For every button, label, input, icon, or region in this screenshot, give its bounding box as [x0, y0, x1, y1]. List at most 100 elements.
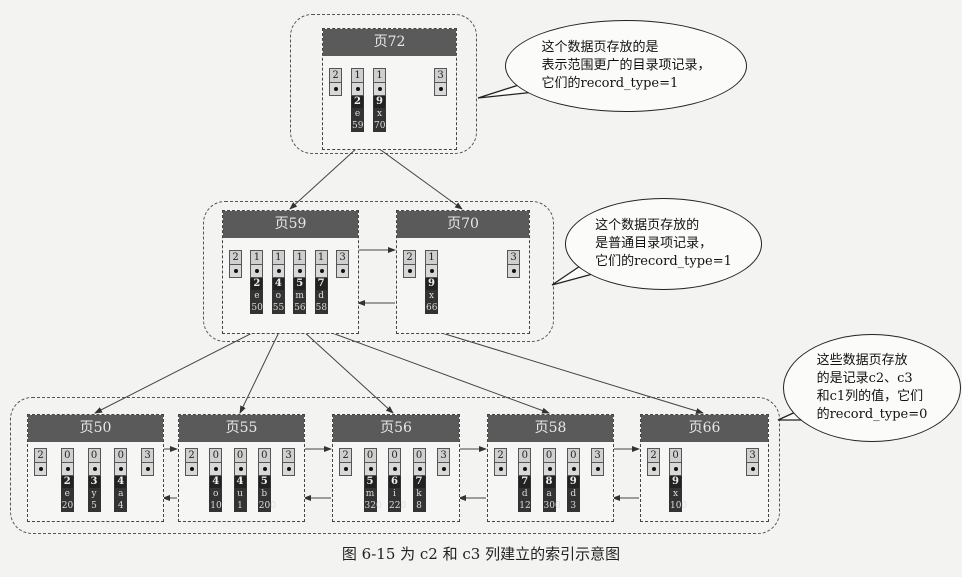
- callout-middle-level: 这个数据页存放的 是普通目录项记录， 它们的record_type=1: [565, 198, 762, 290]
- next-record-pointer-icon: [282, 463, 295, 476]
- next-record-pointer-icon: [60, 463, 74, 476]
- record-c2: 4: [209, 476, 223, 488]
- record-c1: 10: [209, 500, 223, 512]
- next-record-pointer-icon: [412, 463, 426, 476]
- next-record-pointer-icon: [141, 463, 154, 476]
- next-record-pointer-icon: [114, 463, 128, 476]
- record-type: 3: [336, 250, 349, 265]
- record-c3: e: [351, 108, 364, 120]
- record-c1: 59: [351, 120, 364, 132]
- middle-level-group: [203, 201, 554, 342]
- record-c2: 9: [373, 96, 386, 108]
- arrow-59-to-55: [239, 329, 281, 414]
- record-type: 3: [282, 448, 295, 463]
- record-c1: 70: [373, 120, 386, 132]
- figure-caption: 图 6-15 为 c2 和 c3 列建立的索引示意图: [341, 545, 621, 563]
- infimum-record: 2: [34, 448, 47, 476]
- record-type: 2: [329, 68, 342, 83]
- next-record-pointer-icon: [518, 463, 532, 476]
- callout-top-level: 这个数据页存放的是 表示范围更广的目录项记录， 它们的record_type=1: [505, 20, 747, 112]
- next-record-pointer-icon: [494, 463, 507, 476]
- record-c3: a: [114, 488, 128, 500]
- next-record-pointer-icon: [34, 463, 47, 476]
- record-c2: 3: [87, 476, 101, 488]
- next-record-pointer-icon: [434, 83, 447, 96]
- next-record-pointer-icon: [185, 463, 198, 476]
- callout-text: 这个数据页存放的是 表示范围更广的目录项记录， 它们的record_type=1: [541, 40, 711, 91]
- record-c1: 100: [669, 500, 688, 512]
- page-header: 页58: [488, 415, 613, 442]
- supremum-record: 3: [336, 250, 349, 278]
- record-c3: x: [669, 488, 682, 500]
- infimum-record: 2: [339, 448, 352, 476]
- record-c2: 4: [271, 278, 285, 290]
- next-record-pointer-icon: [388, 463, 401, 476]
- next-record-pointer-icon: [507, 265, 520, 278]
- record-c1: 320: [363, 500, 382, 512]
- record-c1: 300: [542, 500, 561, 512]
- record-c3: m: [363, 488, 377, 500]
- record-type: 0: [257, 448, 271, 463]
- record-c1: 58: [314, 302, 328, 314]
- supremum-record: 3: [141, 448, 154, 476]
- record-c2: 8: [542, 476, 556, 488]
- next-record-pointer-icon: [339, 463, 352, 476]
- next-record-pointer-icon: [363, 463, 377, 476]
- next-record-pointer-icon: [229, 265, 242, 278]
- page-header: 页59: [223, 211, 358, 238]
- record-type: 0: [669, 448, 682, 463]
- next-record-pointer-icon: [209, 463, 223, 476]
- next-record-pointer-icon: [351, 83, 364, 96]
- record-type: 3: [141, 448, 154, 463]
- record-type: 0: [542, 448, 556, 463]
- record-c2: 6: [388, 476, 401, 488]
- record-type: 0: [87, 448, 101, 463]
- record-c3: k: [412, 488, 426, 500]
- record-type: 1: [425, 250, 438, 265]
- infimum-record: 2: [403, 250, 416, 278]
- next-record-pointer-icon: [425, 265, 438, 278]
- next-record-pointer-icon: [329, 83, 342, 96]
- record-type: 0: [114, 448, 128, 463]
- record-type: 0: [566, 448, 580, 463]
- page-header: 页50: [28, 415, 163, 442]
- record-type: 0: [363, 448, 377, 463]
- next-record-pointer-icon: [746, 463, 759, 476]
- record-type: 2: [185, 448, 198, 463]
- callout-text: 这些数据页存放 的是记录c2、c3 和c1列的值，它们 的record_type…: [816, 353, 928, 422]
- arrow-72-to-70: [377, 147, 463, 210]
- record-c3: x: [373, 108, 386, 120]
- record-c2: 5: [363, 476, 377, 488]
- record-c1: 5: [87, 500, 101, 512]
- record-type: 3: [434, 68, 447, 83]
- record-type: 0: [60, 448, 74, 463]
- record-c2: 5: [293, 278, 307, 290]
- record-c1: 12: [518, 500, 532, 512]
- record-type: 1: [250, 250, 264, 265]
- record-type: 3: [746, 448, 759, 463]
- record-c3: m: [293, 290, 307, 302]
- record-type: 3: [437, 448, 450, 463]
- record-c3: b: [257, 488, 271, 500]
- callout-leaf-level: 这些数据页存放 的是记录c2、c3 和c1列的值，它们 的record_type…: [783, 334, 961, 442]
- record-c1: 50: [250, 302, 264, 314]
- arrow-72-to-59: [289, 147, 358, 210]
- next-record-pointer-icon: [250, 265, 264, 278]
- page-header: 页56: [333, 415, 459, 442]
- record-type: 2: [494, 448, 507, 463]
- record-c1: 1: [233, 500, 247, 512]
- arrow-70-to-66: [431, 329, 704, 414]
